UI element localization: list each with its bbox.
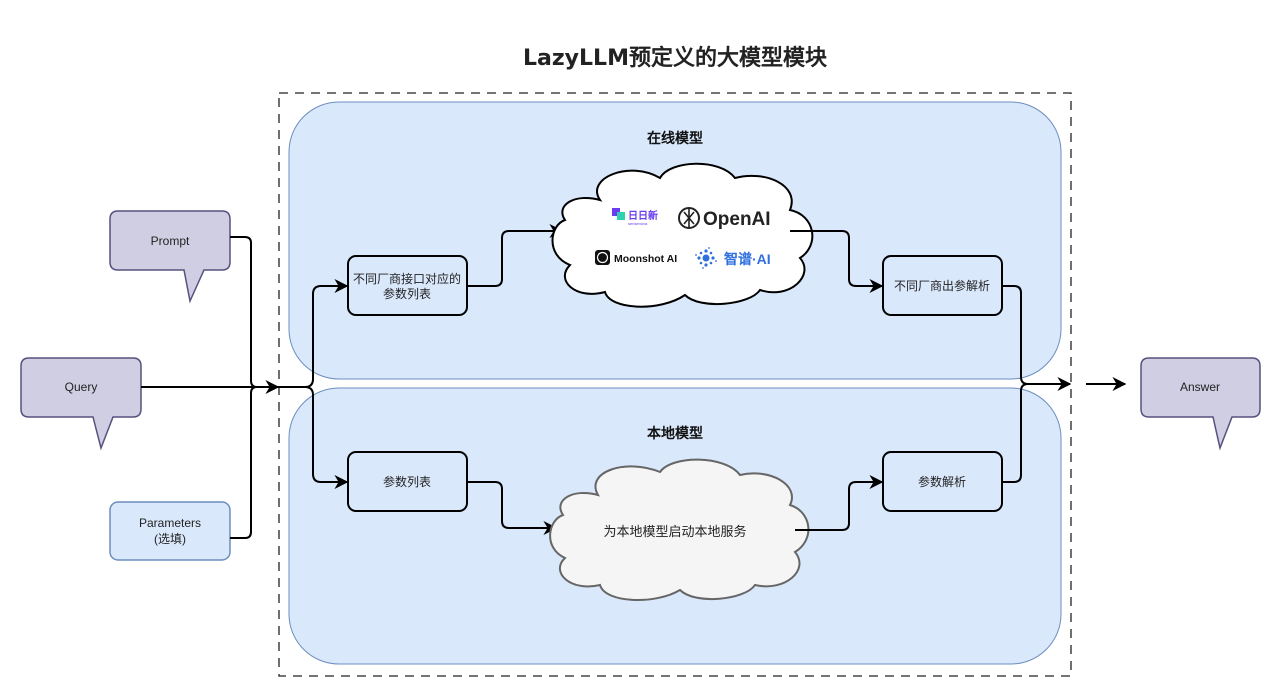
prompt-connector [230,236,278,388]
query-bubble[interactable]: Query [20,357,142,451]
sensenova-logo: 日日新 sensenova [612,208,658,226]
openai-logo: OpenAI [678,207,771,230]
diagram-title: LazyLLM预定义的大模型模块 [523,45,828,71]
moonshot-name: Moonshot AI [614,253,677,265]
answer-bubble[interactable]: Answer [1140,357,1261,451]
online-provider-cloud [551,162,814,308]
local-parse-label: 参数解析 [918,474,966,489]
online-cloud-to-parse-connector [790,230,884,293]
moonshot-logo: Moonshot AI [595,250,677,265]
openai-logo-icon [678,207,700,229]
online-parse-node[interactable]: 不同厂商出参解析 [882,255,1003,316]
openai-name: OpenAI [703,209,771,230]
online-params-node[interactable]: 不同厂商接口对应的 参数列表 [347,255,468,316]
sensenova-subtitle: sensenova [628,221,648,226]
sensenova-logo-icon-accent [617,212,625,220]
local-section-title: 本地模型 [647,425,703,442]
local-service-cloud: 为本地模型启动本地服务 [549,458,810,601]
sensenova-name: 日日新 [628,209,658,222]
online-section-title: 在线模型 [647,130,703,147]
local-service-label: 为本地模型启动本地服务 [603,524,746,540]
zhipu-name: 智谱·AI [723,251,771,267]
to-local-connector [278,386,349,489]
local-parse-node[interactable]: 参数解析 [882,451,1003,512]
parameters-connector [230,386,270,539]
answer-label: Answer [1180,380,1220,394]
local-params-label: 参数列表 [383,474,431,489]
sensenova-logo-icon [612,208,620,216]
online-params-to-cloud-connector [467,224,564,287]
prompt-bubble[interactable]: Prompt [109,210,231,304]
online-parse-label: 不同厂商出参解析 [894,278,990,293]
prompt-label: Prompt [151,234,190,248]
online-params-label-line1: 不同厂商接口对应的 [353,271,461,286]
local-cloud-to-parse-connector [795,475,884,531]
local-params-node[interactable]: 参数列表 [347,451,468,512]
query-label: Query [65,380,98,394]
zhipu-logo: 智谱·AI [695,247,771,269]
local-to-output-connector [1002,383,1060,483]
parameters-label: Parameters [139,516,201,530]
zhipu-logo-icon [695,247,717,269]
parameters-optional-label: (选填) [154,532,186,546]
online-params-label-line2: 参数列表 [383,286,431,301]
moonshot-logo-icon [595,250,610,265]
local-params-to-cloud-connector [467,481,558,535]
parameters-box[interactable]: Parameters (选填) [109,501,231,561]
